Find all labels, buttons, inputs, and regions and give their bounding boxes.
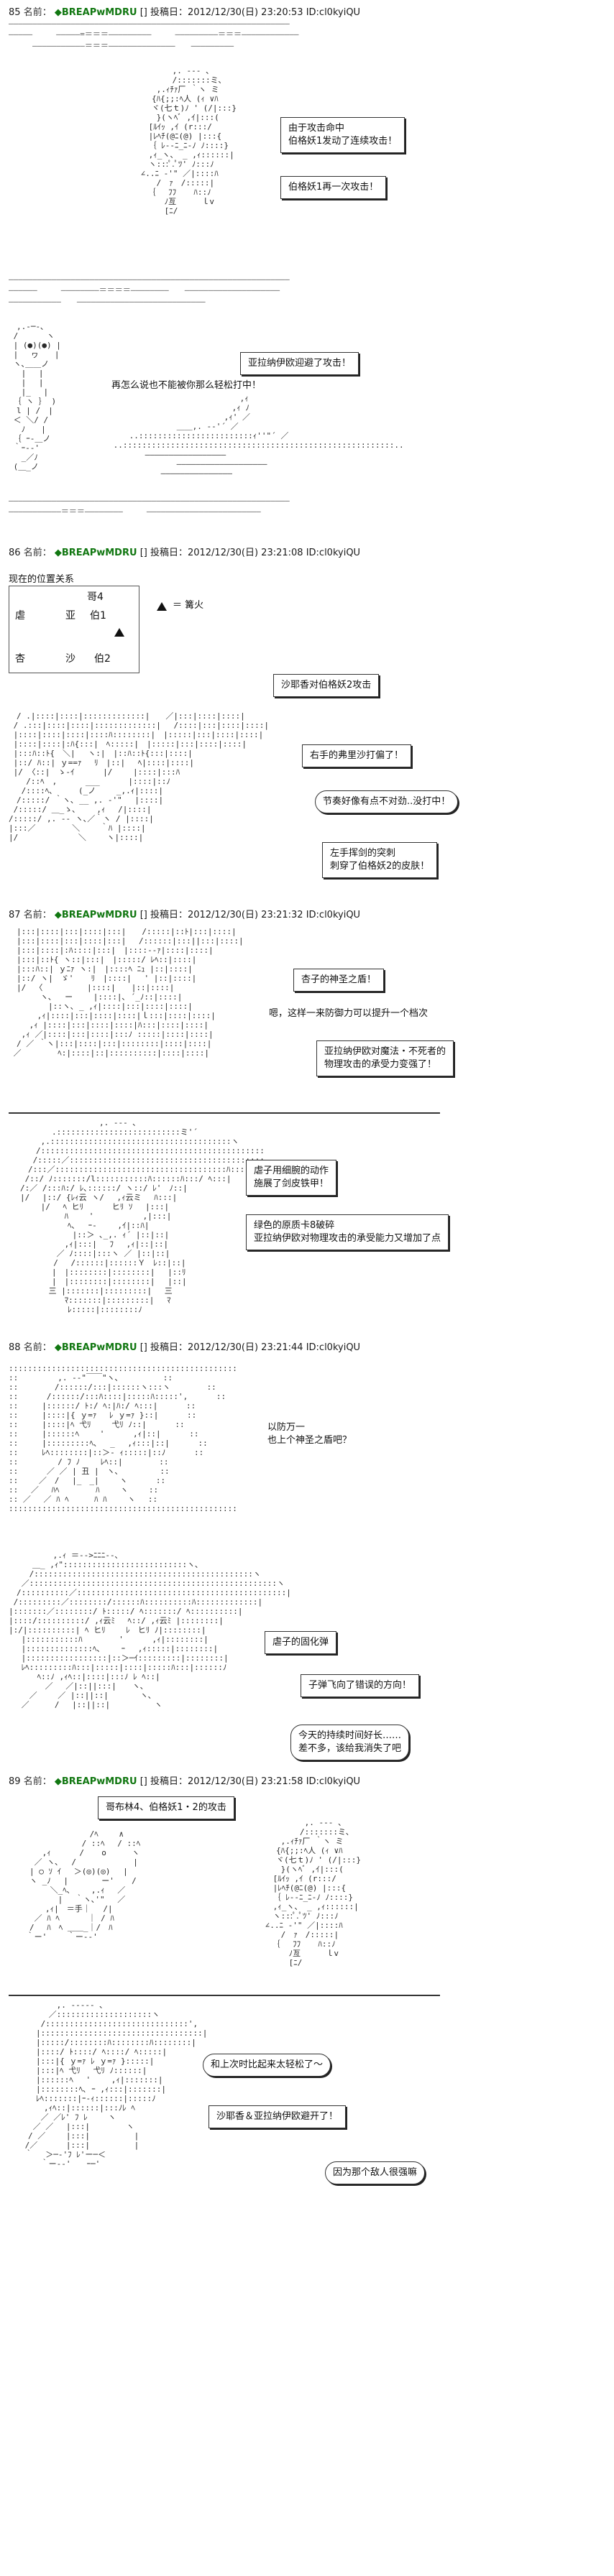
decorative-lines: ――――――――――――――――――――――――――――――――――――――――…	[9, 496, 290, 516]
position-cell: 亚	[65, 610, 75, 622]
dialogue-box: 由于攻击命中 伯格妖1发动了连续攻击！	[280, 117, 405, 153]
ascii-art-character: ,.ｨ ＝-‐>ﾆﾆﾆ-‐､ ＿_ ,ｨ":::::::::::::::::::…	[9, 1551, 291, 1709]
post-header-86: 86 名前： ◆BREAPwMDRU [] 投稿日：2012/12/30(日) …	[9, 548, 361, 558]
position-cell: 伯2	[94, 653, 111, 665]
post-header-87: 87 名前： ◆BREAPwMDRU [] 投稿日：2012/12/30(日) …	[9, 910, 361, 920]
position-map-title: 现在的位置关系	[9, 574, 75, 585]
ascii-art-character: /ﾍ ∧ / ::ﾍ / ::ﾍ ,ｨ / o ヽ ／ ヽ､ / | | ○ ｿ…	[26, 1829, 141, 1942]
decorative-lines: ――――――――――――――――――――――――――――――――――――――――…	[9, 19, 299, 50]
poster-name[interactable]: ◆BREAPwMDRU	[54, 1342, 137, 1353]
post-header-85: 85 名前： ◆BREAPwMDRU [] 投稿日：2012/12/30(日) …	[9, 7, 361, 18]
ascii-art-character: ,.-─-､ / ヽ | (●)(●) | | ヮ | ヽ､＿＿ノ | | | …	[13, 322, 61, 471]
dialogue-text: 嗯，这样一来防御力可以提升一个档次	[269, 1008, 429, 1019]
ascii-art-character: ::::::::::::::::::::::::::::::::::::::::…	[9, 1364, 239, 1513]
dialogue-box: 节奏好像有点不对劲..没打中！	[315, 790, 459, 813]
position-cell: 沙	[65, 653, 75, 665]
dialogue-box: 沙耶香＆亚拉纳伊欧避开了！	[209, 2105, 347, 2128]
ascii-art-character: ,. -‐- 、 /:::::::ミ､ ,.ｨﾁｧ厂 ｀ヽ ミ {ﾊ{;;:ﾍ人…	[265, 1818, 361, 1967]
dialogue-box: 子弹飞向了错误的方向！	[301, 1674, 420, 1697]
dialogue-box: 和上次时比起来太轻松了～	[203, 2054, 331, 2077]
post-header-89: 89 名前： ◆BREAPwMDRU [] 投稿日：2012/12/30(日) …	[9, 1776, 361, 1787]
dialogue-box: 右手的弗里沙打偏了！	[302, 744, 412, 767]
post-header-88: 88 名前： ◆BREAPwMDRU [] 投稿日：2012/12/30(日) …	[9, 1342, 361, 1353]
ascii-art-character: ,. -‐‐‐- ､ ／::::::::::::::::::::ヽ /:::::…	[24, 2000, 208, 2169]
dialogue-box: 今天的持续时间好长…… 差不多，该给我消失了吧	[290, 1725, 410, 1760]
position-cell: 杏	[15, 653, 25, 665]
position-goblin: 哥4	[87, 591, 104, 603]
position-map: 哥4 虐 亚 伯1 杏 沙 伯2	[9, 586, 139, 673]
poster-name[interactable]: ◆BREAPwMDRU	[54, 7, 137, 18]
decorative-lines: ――――――――――――――――――――――――――――――――――――――――…	[9, 274, 290, 306]
ascii-art-character: ,. -‐- ､ .::::::::::::::::::::::::::ミ'´ …	[20, 1118, 265, 1314]
position-cell: 虐	[15, 610, 25, 622]
dialogue-box: 亚拉纳伊欧对魔法・不死者的 物理攻击的承受力变强了！	[316, 1040, 454, 1076]
dialogue-box: 绿色的原质卡8破碎 亚拉纳伊欧对物理攻击的承受能力又增加了点	[246, 1214, 449, 1250]
section-divider	[9, 1112, 440, 1114]
ascii-art-character: |:::|::::|:::|::::|:::| /:::::|::ﾄ|:::|:…	[13, 927, 244, 1058]
position-cell: 伯1	[90, 610, 106, 622]
ascii-art-character: ,. -‐- 、 /:::::::ミ､ ,.ｨﾁｧ厂 ｀ヽ ミ {ﾊ{;;:ﾍ人…	[140, 66, 237, 216]
triangle-icon	[114, 628, 124, 637]
dialogue-box: 虐子用细腕的动作 施展了剑皮铁甲！	[246, 1160, 337, 1196]
dialogue-box: 左手挥剑的突刺 刺穿了伯格妖2的皮肤！	[322, 842, 438, 878]
dialogue-box: 杏子的神圣之盾！	[293, 969, 385, 992]
ascii-art-character: / .|::::|::::|:::::::::::::| ／|:::|::::|…	[9, 711, 269, 842]
poster-name[interactable]: ◆BREAPwMDRU	[54, 1776, 137, 1787]
dialogue-box: 因为那个敌人很强嘛	[325, 2161, 426, 2184]
dialogue-box: 虐子的固化弹	[265, 1631, 337, 1654]
dialogue-box: 亚拉纳伊欧迎避了攻击！	[240, 352, 359, 375]
poster-name[interactable]: ◆BREAPwMDRU	[54, 910, 137, 920]
ascii-art-background: ,ｨ ,ｨ ﾉ ,ｨ' ／ ＿＿,. -‐'´ ／ ..::::::::::::…	[113, 394, 404, 478]
dialogue-box: 伯格妖1再一次攻击！	[280, 176, 387, 199]
dialogue-box: 沙耶香对伯格妖2攻击	[273, 674, 380, 697]
legend-text: ＝ 篝火	[173, 600, 204, 611]
section-divider	[9, 1995, 440, 1996]
dialogue-box: 哥布林4、伯格妖1・2的攻击	[98, 1796, 234, 1819]
triangle-icon	[157, 602, 167, 611]
dialogue-text: 以防万一 也上个神圣之盾吧？	[267, 1422, 352, 1446]
dialogue-text: 再怎么说也不能被你那么轻松打中！	[111, 380, 262, 391]
poster-name[interactable]: ◆BREAPwMDRU	[54, 548, 137, 558]
